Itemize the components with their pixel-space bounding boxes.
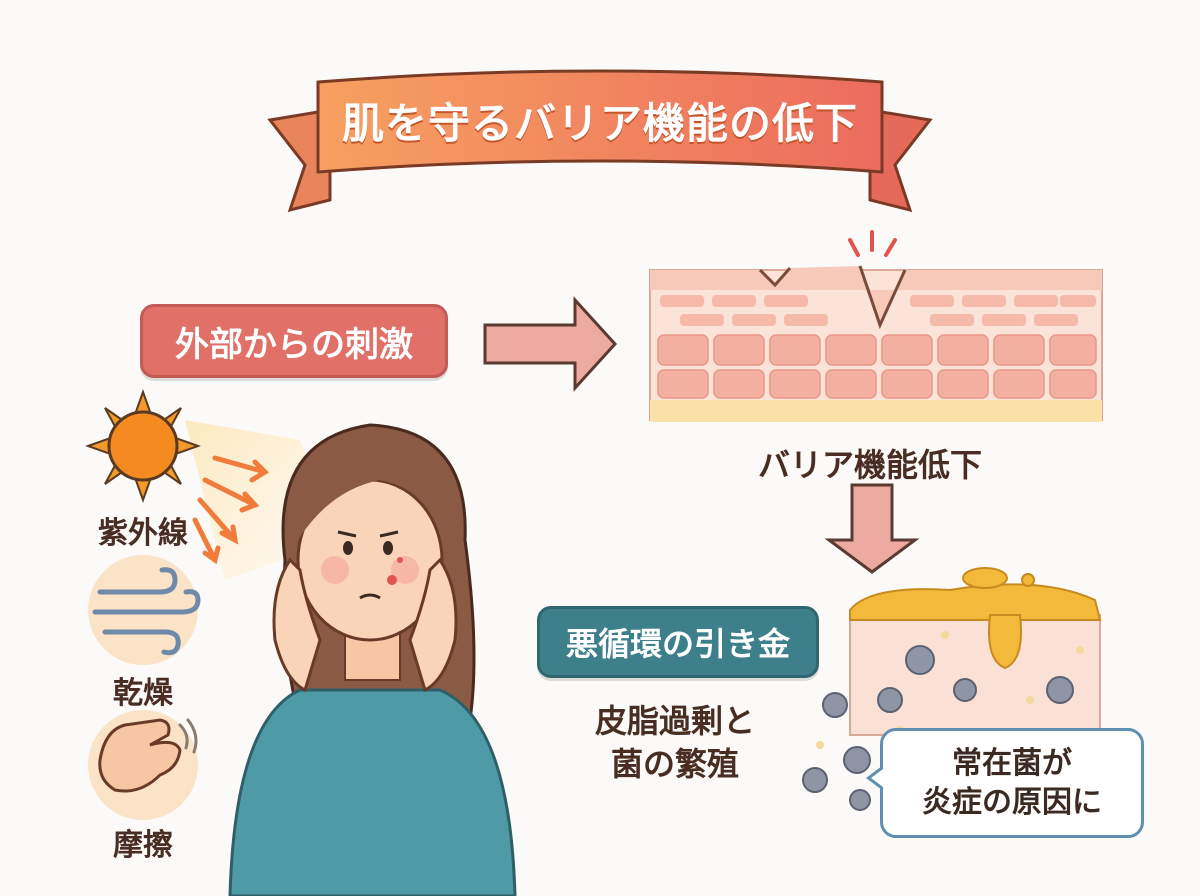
sebum-line-1: 皮脂過剰と <box>594 702 755 740</box>
skin-layer-illustration <box>649 230 1103 422</box>
arrow-right-icon <box>483 296 618 392</box>
wind-icon <box>88 555 201 665</box>
cause-friction-label: 摩擦 <box>113 828 173 863</box>
inflammation-callout: 常在菌が 炎症の原因に <box>880 728 1144 838</box>
callout-line-2: 炎症の原因に <box>922 785 1102 820</box>
sebum-bacteria-text: 皮脂過剰と 菌の繁殖 <box>570 700 780 786</box>
barrier-decline-label: バリア機能低下 <box>757 446 982 484</box>
sebum-line-2: 菌の繁殖 <box>610 745 739 784</box>
cause-uv-label: 紫外線 <box>98 516 188 551</box>
callout-line-1: 常在菌が <box>952 746 1072 781</box>
arrow-down-icon <box>824 483 920 574</box>
cause-dryness-label: 乾燥 <box>113 676 173 711</box>
callout-tail-inner <box>871 769 883 787</box>
title-ribbon <box>267 69 933 213</box>
page-title: 肌を守るバリア機能の低下 <box>341 98 858 148</box>
woman-illustration <box>228 423 517 896</box>
external-stimulus-label: 外部からの刺激 <box>140 304 448 378</box>
vicious-cycle-label: 悪循環の引き金 <box>537 606 819 678</box>
hand-icon <box>88 710 198 820</box>
